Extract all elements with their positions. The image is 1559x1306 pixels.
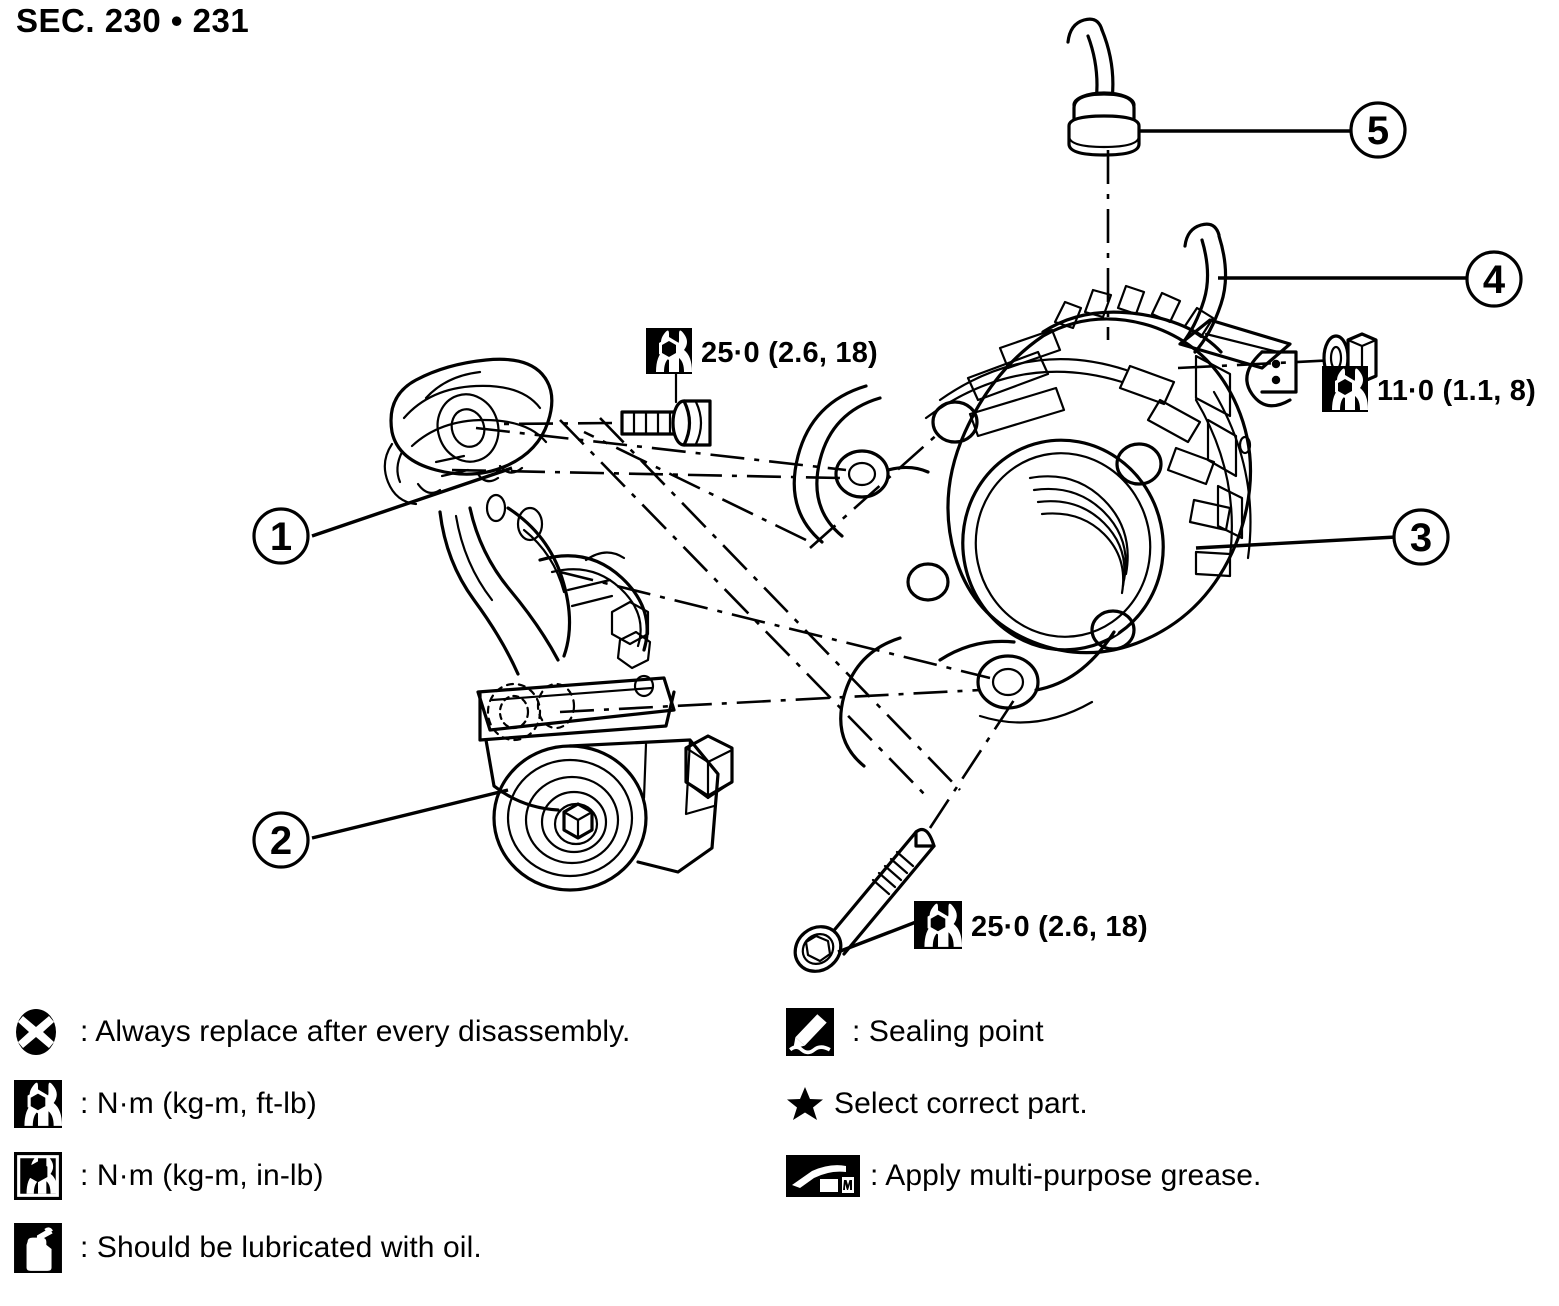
grease-gun-icon bbox=[786, 1155, 866, 1197]
replace-part-x-icon bbox=[14, 1008, 76, 1056]
torque-wrench-ftlb-icon bbox=[646, 328, 692, 379]
legend-row-torque-inlb: : N·m (kg-m, in-lb) bbox=[14, 1140, 754, 1212]
callout-bubble-3: 3 bbox=[1392, 508, 1450, 566]
torque-wrench-ftlb-icon bbox=[914, 901, 962, 954]
legend-row-sealing-point: : Sealing point bbox=[786, 996, 1546, 1068]
callout-bubble-1: 1 bbox=[252, 507, 310, 565]
svg-text:1: 1 bbox=[270, 515, 292, 559]
part-harness-connector bbox=[1066, 17, 1351, 340]
svg-text:4: 4 bbox=[1483, 258, 1506, 302]
part-idler-pulley bbox=[311, 734, 734, 892]
svg-text:2: 2 bbox=[270, 819, 292, 863]
torque-callout-terminal-nut: 11·0 (1.1, 8) bbox=[1322, 366, 1536, 417]
callout-bubble-4: 4 bbox=[1465, 250, 1523, 308]
legend-text-torque-ftlb: : N·m (kg-m, ft-lb) bbox=[80, 1087, 317, 1120]
legend: : Always replace after every disassembly… bbox=[0, 996, 1559, 1306]
svg-text:5: 5 bbox=[1367, 109, 1389, 153]
svg-text:3: 3 bbox=[1410, 516, 1432, 560]
part-alternator bbox=[792, 284, 1397, 768]
legend-text-multipurpose-grease: : Apply multi-purpose grease. bbox=[870, 1159, 1262, 1192]
lower-through-bolt bbox=[793, 699, 1016, 973]
torque-wrench-ftlb-icon bbox=[1322, 366, 1368, 417]
page-title: SEC. 230 • 231 bbox=[16, 2, 250, 39]
star-icon bbox=[786, 1085, 830, 1123]
legend-column-left: : Always replace after every disassembly… bbox=[14, 996, 754, 1284]
legend-row-replace-part: : Always replace after every disassembly… bbox=[14, 996, 754, 1068]
legend-column-right: : Sealing point Select correct part. bbox=[786, 996, 1546, 1212]
upper-flange-bolt bbox=[499, 372, 712, 447]
sealing-point-icon bbox=[786, 1008, 848, 1056]
callout-bubble-5: 5 bbox=[1349, 101, 1407, 159]
torque-callout-upper-bracket-bolt: 25·0 (2.6, 18) bbox=[646, 328, 878, 379]
legend-row-multipurpose-grease: : Apply multi-purpose grease. bbox=[786, 1140, 1546, 1212]
legend-row-torque-ftlb: : N·m (kg-m, ft-lb) bbox=[14, 1068, 754, 1140]
part-alternator-bracket bbox=[311, 357, 991, 812]
legend-text-torque-inlb: : N·m (kg-m, in-lb) bbox=[80, 1159, 324, 1192]
legend-text-select-part: Select correct part. bbox=[834, 1087, 1088, 1120]
torque-value-text: 25·0 (2.6, 18) bbox=[701, 337, 878, 369]
oil-can-icon bbox=[14, 1223, 76, 1273]
torque-wrench-ftlb-icon bbox=[14, 1080, 76, 1128]
torque-value-text: 25·0 (2.6, 18) bbox=[971, 911, 1148, 943]
legend-row-lubricate-oil: : Should be lubricated with oil. bbox=[14, 1212, 754, 1284]
torque-value-text: 11·0 (1.1, 8) bbox=[1377, 375, 1536, 407]
legend-text-replace-part: : Always replace after every disassembly… bbox=[80, 1015, 631, 1048]
callout-bubble-2: 2 bbox=[252, 811, 310, 869]
torque-wrench-inlb-icon bbox=[14, 1152, 76, 1200]
legend-row-select-part: Select correct part. bbox=[786, 1068, 1546, 1140]
legend-text-sealing-point: : Sealing point bbox=[852, 1015, 1044, 1048]
legend-text-lubricate-oil: : Should be lubricated with oil. bbox=[80, 1231, 482, 1264]
torque-callout-through-bolt: 25·0 (2.6, 18) bbox=[914, 901, 1148, 954]
